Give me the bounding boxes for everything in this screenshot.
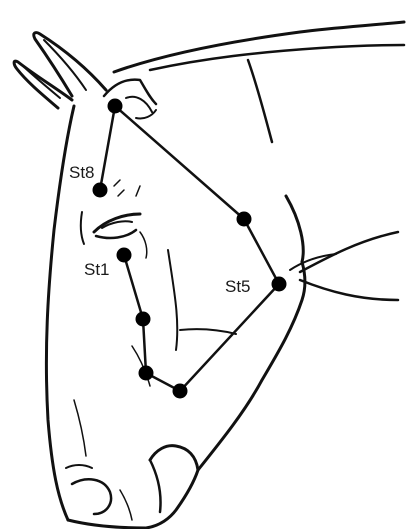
back-ear <box>34 33 106 96</box>
point-lower-left <box>139 366 154 381</box>
points <box>93 99 287 399</box>
eye-wrinkle <box>140 232 147 258</box>
point-st8 <box>93 183 108 198</box>
meridian-segment <box>143 319 146 373</box>
mane-back <box>248 60 272 142</box>
jaw-line <box>198 262 305 470</box>
point-st1 <box>117 248 132 263</box>
label-st5: St5 <box>225 277 251 296</box>
muzzle <box>68 520 146 528</box>
meridian-segment <box>244 219 279 284</box>
point-mid <box>136 312 151 327</box>
brow-hatch-1 <box>114 180 120 186</box>
brow-hatch-2 <box>118 190 124 196</box>
point-lower-right <box>173 384 188 399</box>
eye-lower <box>96 230 136 238</box>
nostril-fold <box>66 465 92 468</box>
throat <box>300 232 398 272</box>
meridian-segment <box>100 106 115 190</box>
lower-lip <box>146 470 198 528</box>
cheek-line <box>168 250 177 350</box>
chin <box>150 446 198 470</box>
face-crest <box>180 329 236 334</box>
mouth-line <box>150 460 161 512</box>
point-cheek-upper <box>237 212 252 227</box>
eye-brow <box>81 212 84 244</box>
forelock-strand-2 <box>136 110 156 119</box>
label-st8: St8 <box>69 163 95 182</box>
meridian-segment <box>115 106 244 219</box>
point-st5 <box>272 277 287 292</box>
point-top <box>108 99 123 114</box>
neck-underline <box>300 280 398 300</box>
horse-head-outline <box>14 22 404 528</box>
meridian-segment <box>124 255 143 319</box>
mane-line <box>150 45 404 70</box>
brow-hatch-3 <box>136 186 140 196</box>
label-st1: St1 <box>84 260 110 279</box>
cheek-curve <box>286 196 303 262</box>
forelock-strand <box>126 97 152 112</box>
nasal-line <box>74 400 86 456</box>
muzzle-shadow <box>120 490 132 520</box>
nostril <box>72 479 111 514</box>
